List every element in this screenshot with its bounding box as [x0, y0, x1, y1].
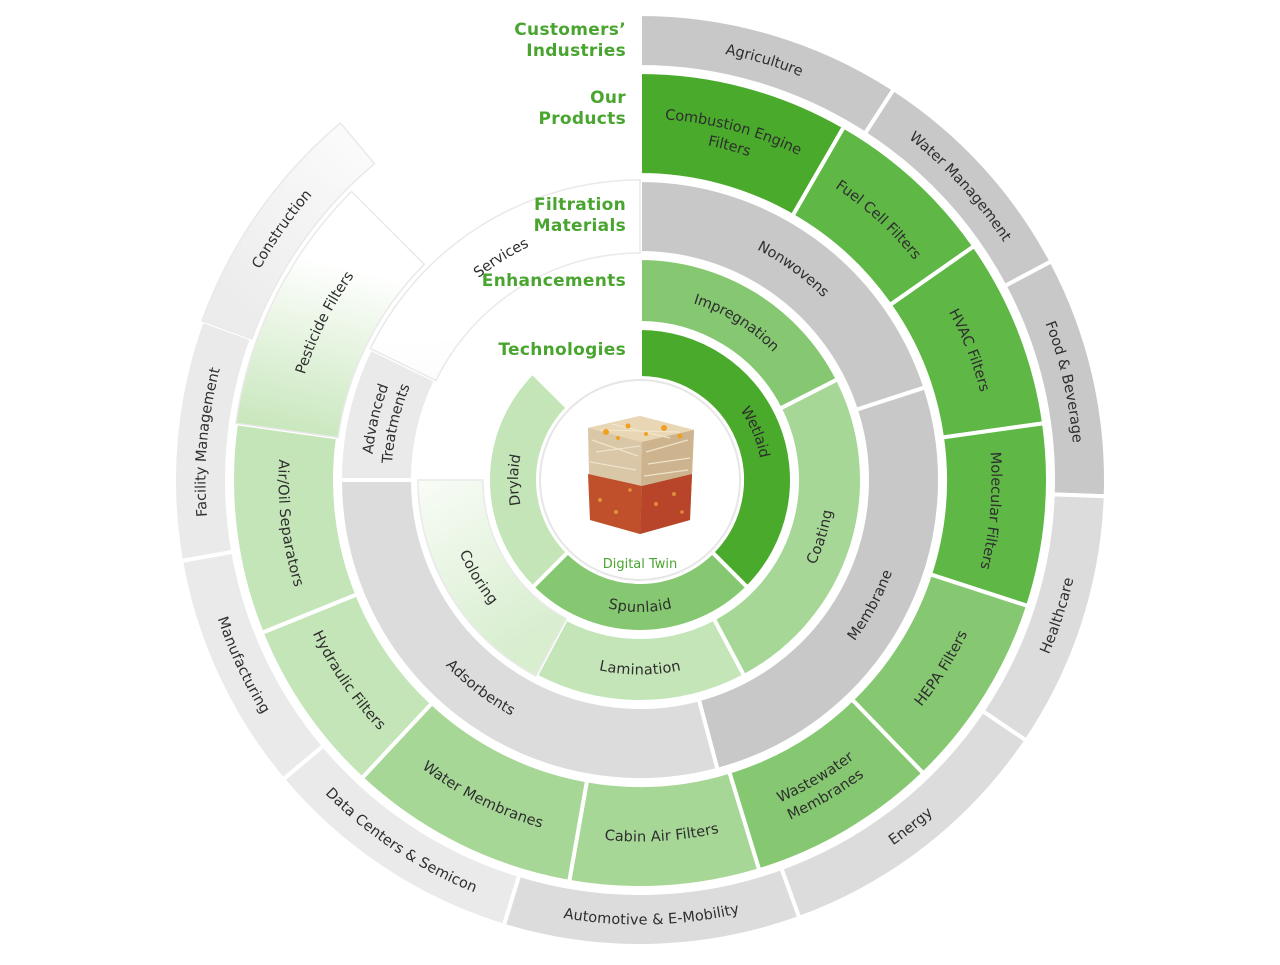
technologies-label-drylaid: Drylaid — [506, 453, 525, 507]
products-segment-air-oil-separators[interactable] — [230, 420, 360, 636]
industries-segment-construction[interactable] — [201, 121, 376, 340]
enhancements-label-lamination: Lamination — [598, 658, 682, 678]
enhancements-segment-coloring[interactable] — [417, 479, 568, 678]
ring-label-products: Our Products — [506, 88, 626, 130]
technologies-label-text: Drylaid — [506, 453, 525, 507]
technologies-label-spunlaid: Spunlaid — [607, 596, 673, 616]
fiber-cube-icon — [588, 416, 694, 534]
products-segment-pesticide-filters[interactable] — [235, 190, 426, 439]
ring-label-materials-text: Filtration Materials — [533, 195, 626, 236]
ring-label-products-text: Our Products — [538, 88, 626, 129]
technologies-segment-wetlaid[interactable] — [638, 325, 794, 591]
ring-label-technologies-text: Technologies — [498, 340, 626, 360]
technologies-segment-drylaid[interactable] — [486, 369, 571, 591]
ring-label-enhancements-text: Enhancements — [481, 271, 626, 291]
enhancements-label-text: Lamination — [598, 658, 682, 678]
center-label: Digital Twin — [603, 557, 678, 572]
materials-segment-services[interactable] — [369, 179, 641, 382]
materials-segment-adsorbents[interactable] — [337, 478, 721, 782]
ring-label-materials: Filtration Materials — [506, 195, 626, 237]
digital-twin-center: Digital Twin — [539, 379, 741, 581]
ring-label-enhancements: Enhancements — [426, 271, 626, 292]
technologies-label-text: Spunlaid — [607, 596, 673, 616]
ring-label-industries-text: Customers’ Industries — [514, 20, 626, 61]
ring-label-technologies: Technologies — [426, 340, 626, 361]
ring-label-industries: Customers’ Industries — [426, 20, 626, 62]
